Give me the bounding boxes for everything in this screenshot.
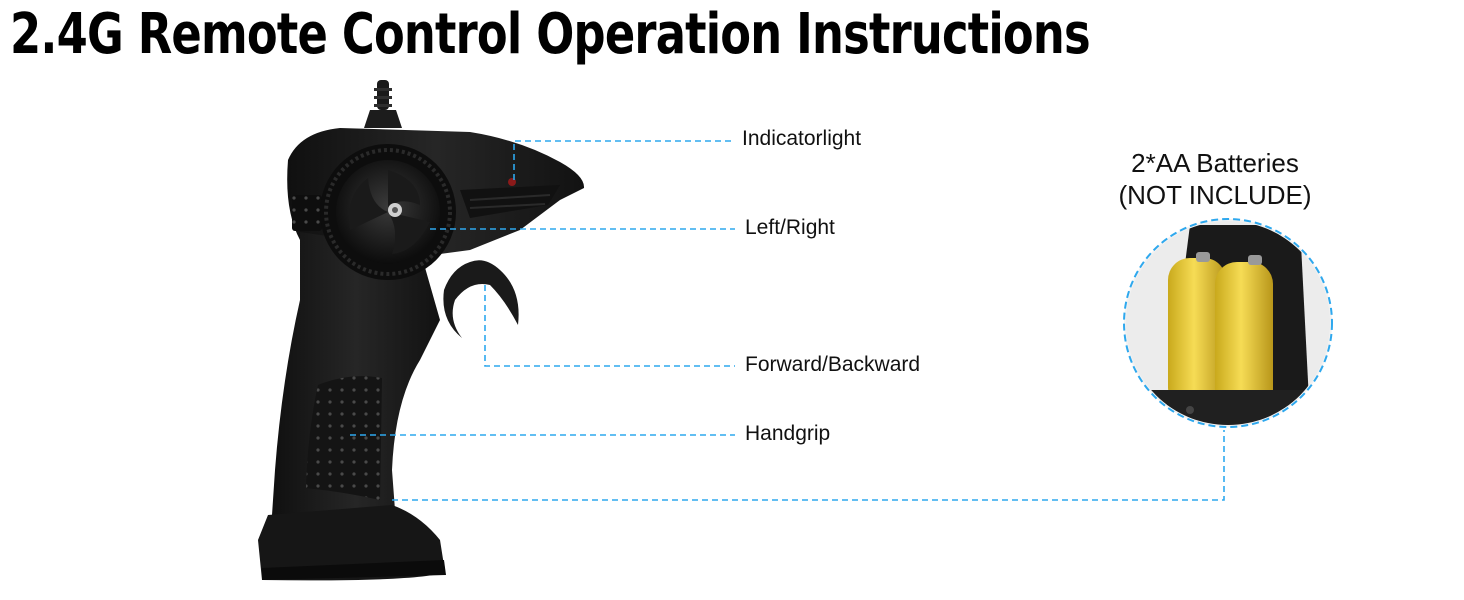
throttle-trigger — [443, 260, 519, 338]
leader-forward-backward — [484, 285, 735, 367]
battery-inset — [1123, 218, 1333, 428]
battery-label: 2*AA Batteries (NOT INCLUDE) — [1090, 147, 1340, 211]
label-left-right: Left/Right — [745, 216, 835, 239]
leader-battery — [392, 430, 1225, 501]
page-title: 2.4G Remote Control Operation Instructio… — [10, 2, 1091, 67]
battery-label-line2: (NOT INCLUDE) — [1118, 180, 1312, 210]
steering-wheel — [320, 144, 456, 280]
antenna — [364, 80, 402, 128]
leader-indicator-light — [513, 140, 735, 180]
battery-cell-1 — [1168, 258, 1226, 410]
leader-lines — [350, 140, 1225, 501]
label-indicator-light: Indicatorlight — [742, 127, 862, 150]
label-forward-backward: Forward/Backward — [745, 353, 921, 376]
battery-label-line1: 2*AA Batteries — [1131, 148, 1299, 178]
battery-cell-2 — [1215, 262, 1273, 412]
label-handgrip: Handgrip — [745, 422, 831, 445]
